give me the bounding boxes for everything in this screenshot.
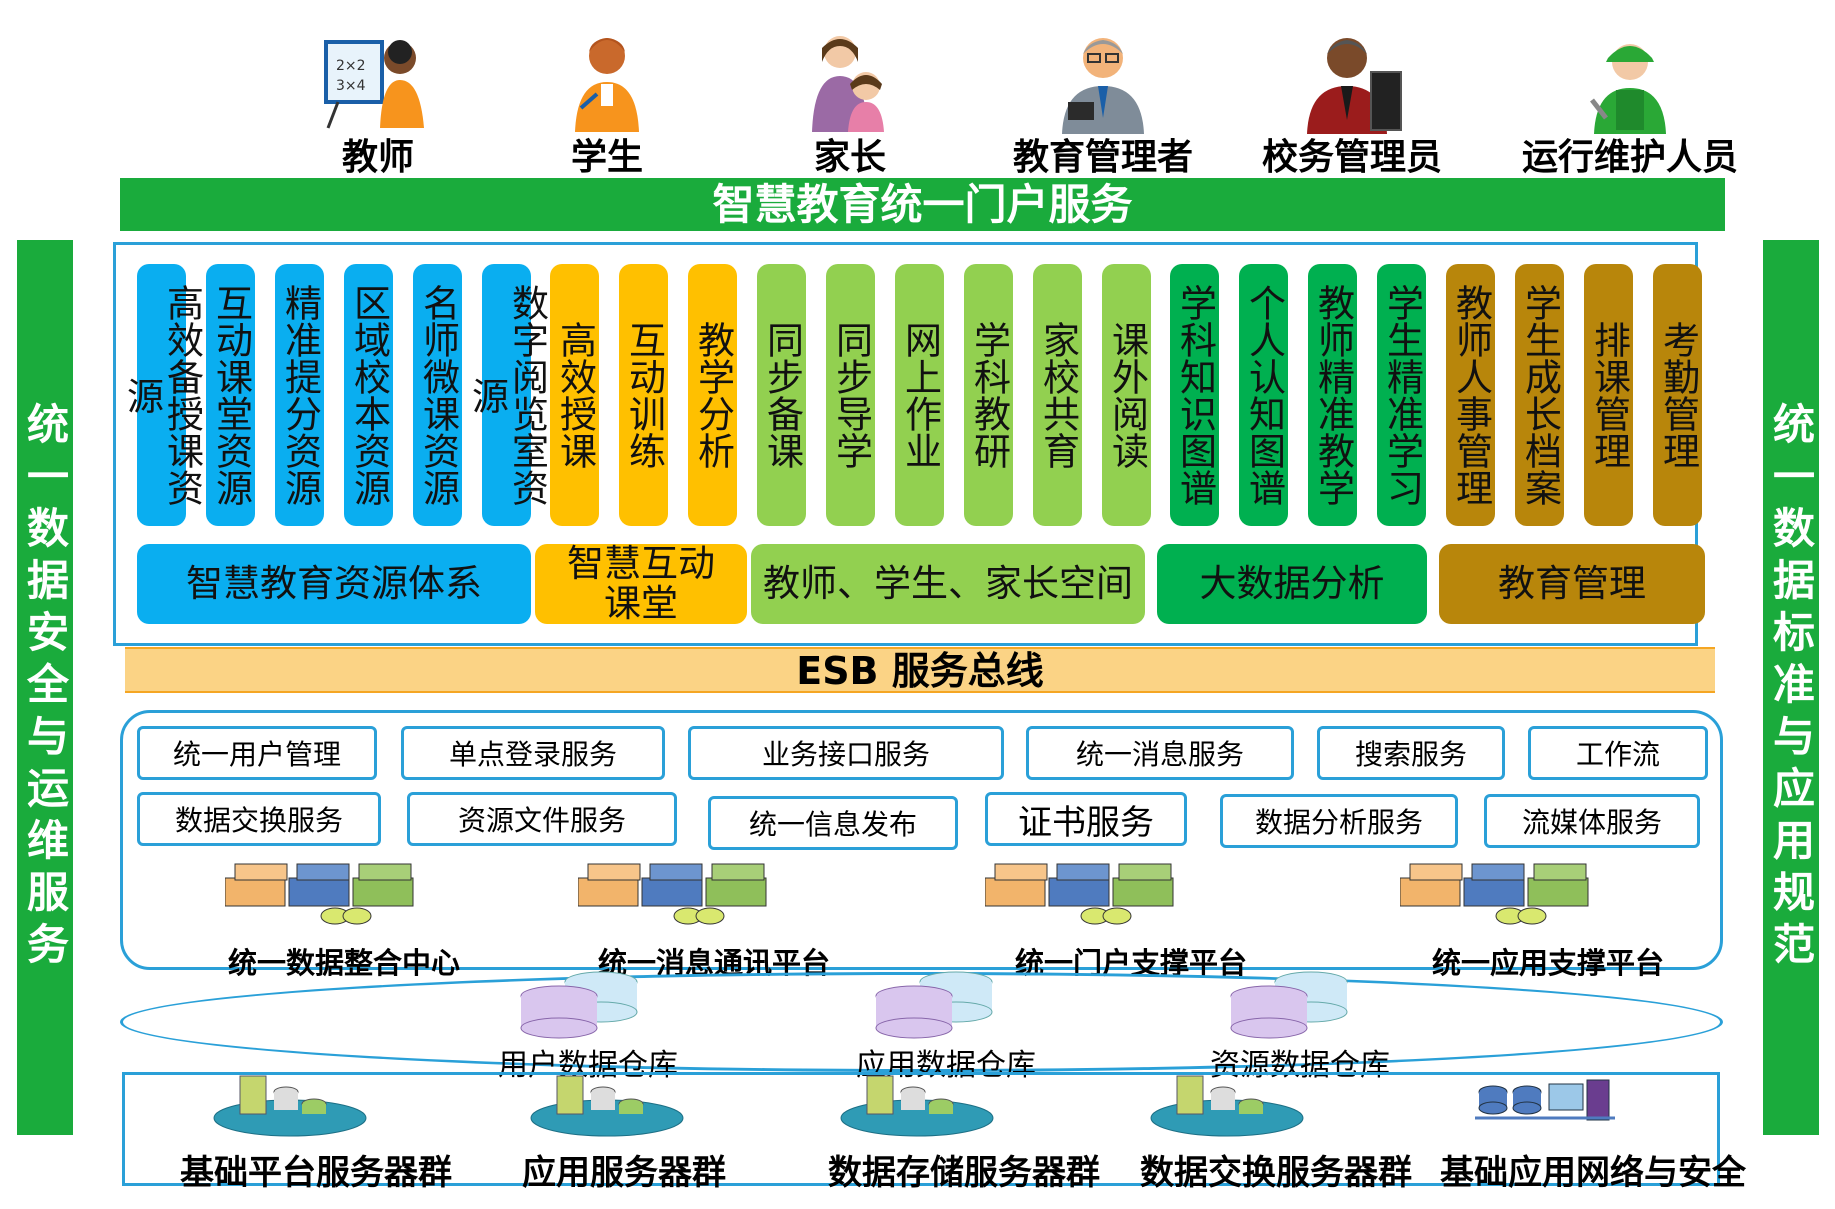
data-warehouse-ellipse [120,972,1723,1072]
svg-text:2×2: 2×2 [336,58,366,74]
server-cluster-icon [840,1075,994,1137]
app-pill: 排课管理 [1584,264,1633,526]
category-spaces: 教师、学生、家长空间 [751,544,1145,624]
user-label-education-manager: 教育管理者 [1012,137,1193,178]
app-pill: 高效备授课资源 [121,264,204,526]
user-education-manager: 教育管理者 [993,20,1213,180]
platform-label: 统一数据整合中心 [228,946,461,980]
user-student: 学生 [497,20,717,180]
infrastructure-label: 应用服务器群 [522,1153,726,1193]
service-box: 业务接口服务 [688,726,1004,780]
app-pill: 学生成长档案 [1515,264,1564,526]
infrastructure-label: 数据存储服务器群 [828,1153,1100,1193]
service-box: 证书服务 [985,792,1187,846]
portal-title-bar: 智慧教育统一门户服务 [120,178,1725,231]
service-box: 数据分析服务 [1220,794,1458,848]
admin-icon [1307,38,1402,134]
server-cluster-icon [530,1075,684,1137]
app-pill: 教师人事管理 [1446,264,1495,526]
app-pill: 网上作业 [895,264,944,526]
category-resource-system: 智慧教育资源体系 [137,544,531,624]
app-pill: 教师精准教学 [1308,264,1357,526]
app-pill: 家校共育 [1033,264,1082,526]
server-cluster-icon [1150,1075,1304,1137]
app-pill: 学生精准学习 [1377,264,1426,526]
server-cluster-icon [213,1075,367,1137]
app-pill: 学科知识图谱 [1170,264,1219,526]
maintenance-worker-icon [1590,44,1666,134]
app-pill: 精准提分资源 [275,264,324,526]
server-rack-icon [985,863,1174,925]
warehouse-label: 用户数据仓库 [498,1048,678,1083]
app-pill: 课外阅读 [1102,264,1151,526]
left-sidebar-security-ops: 统一数据安全与运维服务 [17,240,73,1135]
app-pill: 数字阅览室资源 [466,264,549,526]
infrastructure-frame [122,1072,1720,1186]
app-pill: 名师微课资源 [413,264,462,526]
service-box: 统一消息服务 [1026,726,1294,780]
app-pill: 互动训练 [619,264,668,526]
category-interactive-classroom: 智慧互动课堂 [535,544,747,624]
service-box: 数据交换服务 [137,792,381,846]
user-label-operations: 运行维护人员 [1521,137,1738,178]
service-box: 统一用户管理 [137,726,377,780]
server-rack-icon [578,863,767,925]
app-pill: 教学分析 [688,264,737,526]
database-icon [520,971,638,1039]
warehouse-label: 资源数据仓库 [1210,1048,1390,1083]
app-pill: 互动课堂资源 [206,264,255,526]
parent-icon [812,36,884,132]
server-rack-icon [1400,863,1589,925]
service-box: 资源文件服务 [407,792,677,846]
user-label-teacher: 教师 [341,137,414,178]
app-pill: 高效授课 [550,264,599,526]
service-box: 统一信息发布 [708,796,958,850]
service-box: 单点登录服务 [401,726,665,780]
service-layer-frame [120,710,1723,970]
teacher-icon: 2×2 3×4 [324,40,424,129]
server-rack-icon [225,863,414,925]
database-icon [1230,971,1348,1039]
category-education-management: 教育管理 [1439,544,1705,624]
esb-service-bus: ESB 服务总线 [125,647,1715,693]
database-icon [875,971,993,1039]
service-box: 搜索服务 [1317,726,1505,780]
user-teacher: 2×2 3×4 教师 [268,20,488,180]
svg-text:3×4: 3×4 [336,78,366,94]
user-operations: 运行维护人员 [1520,20,1740,180]
app-pill: 个人认知图谱 [1239,264,1288,526]
user-school-admin: 校务管理员 [1242,20,1462,180]
right-sidebar-standards: 统一数据标准与应用规范 [1763,240,1819,1135]
app-pill: 考勤管理 [1653,264,1702,526]
infrastructure-label: 基础平台服务器群 [180,1153,452,1193]
user-label-student: 学生 [570,137,643,178]
app-pill: 同步导学 [826,264,875,526]
user-label-school-admin: 校务管理员 [1261,137,1442,178]
user-label-parent: 家长 [813,137,886,178]
app-pill: 学科教研 [964,264,1013,526]
network-security-icon [1475,1079,1615,1121]
service-box: 工作流 [1528,726,1708,780]
category-big-data: 大数据分析 [1157,544,1427,624]
service-box: 流媒体服务 [1484,794,1700,848]
infrastructure-label: 基础应用网络与安全 [1440,1153,1746,1193]
manager-icon [1062,38,1144,134]
user-parent: 家长 [740,20,960,180]
student-icon [575,38,639,132]
platform-label: 统一应用支撑平台 [1432,946,1665,980]
infrastructure-label: 数据交换服务器群 [1140,1153,1412,1193]
app-pill: 同步备课 [757,264,806,526]
app-pill: 区域校本资源 [344,264,393,526]
